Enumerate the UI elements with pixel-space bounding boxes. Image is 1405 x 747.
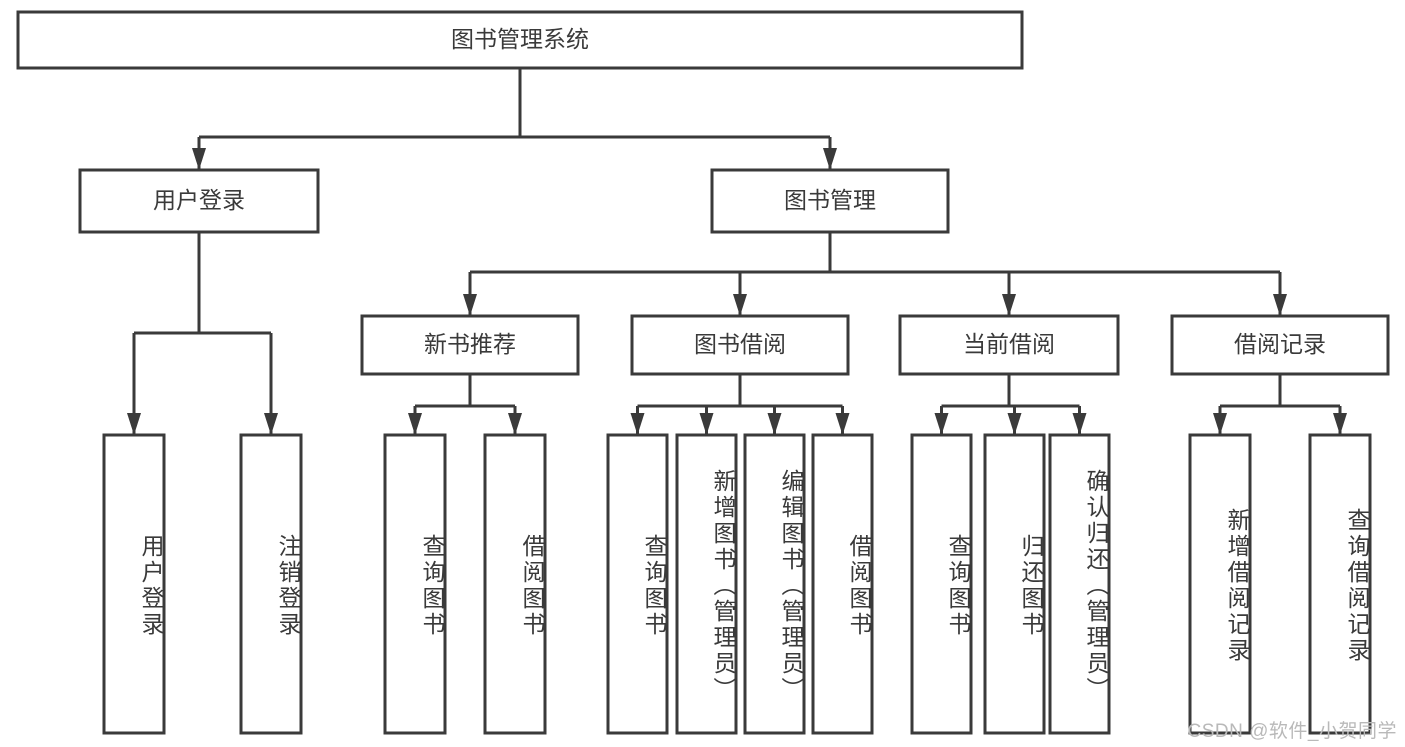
arrow-head-icon [823,148,837,170]
node-level2-1[interactable] [710,168,950,234]
node-leaf-8[interactable] [910,433,973,735]
arrow-head-icon [264,413,278,435]
arrow-head-icon [1072,413,1087,435]
node-level3-1[interactable] [630,314,850,376]
arrow-head-icon [1007,413,1022,435]
node-level3-2[interactable] [898,314,1120,376]
arrow-head-icon [733,294,747,316]
arrow-head-icon [630,413,645,435]
node-leaf-5[interactable] [675,433,738,735]
arrow-head-icon [699,413,714,435]
arrow-head-icon [1002,294,1016,316]
node-leaf-11[interactable] [1188,433,1252,735]
node-level2-label-1: 图书管理 [784,187,876,213]
node-level3-label-3: 借阅记录 [1234,331,1326,357]
arrow-head-icon [1213,413,1227,435]
arrow-head-icon [408,413,422,435]
arrow-head-icon [508,413,522,435]
arrow-head-icon [192,148,206,170]
node-level3-label-0: 新书推荐 [424,331,516,357]
arrow-head-icon [1333,413,1347,435]
node-leaf-4[interactable] [606,433,669,735]
node-root[interactable] [16,10,1024,70]
node-level2-0[interactable] [78,168,320,234]
node-level3-0[interactable] [360,314,580,376]
node-root-label: 图书管理系统 [451,26,589,52]
node-level2-label-0: 用户登录 [153,187,245,213]
node-leaf-3[interactable] [483,433,547,735]
node-level3-label-2: 当前借阅 [963,331,1055,357]
arrow-head-icon [934,413,949,435]
arrow-head-icon [835,413,850,435]
watermark-text: CSDN @软件_小贺同学 [1187,721,1397,742]
arrow-head-icon [127,413,141,435]
node-level3-3[interactable] [1170,314,1390,376]
node-leaf-1[interactable] [239,433,303,735]
node-leaf-12[interactable] [1308,433,1372,735]
node-leaf-9[interactable] [983,433,1046,735]
arrow-head-icon [1273,294,1287,316]
node-leaf-10[interactable] [1048,433,1111,735]
arrow-head-icon [767,413,782,435]
node-leaf-7[interactable] [811,433,874,735]
node-level3-label-1: 图书借阅 [694,331,786,357]
node-leaf-0[interactable] [102,433,166,735]
node-leaf-6[interactable] [743,433,806,735]
node-leaf-2[interactable] [383,433,447,735]
connectors-layer [127,68,1347,435]
arrow-head-icon [463,294,477,316]
boxes-layer [16,10,1390,735]
